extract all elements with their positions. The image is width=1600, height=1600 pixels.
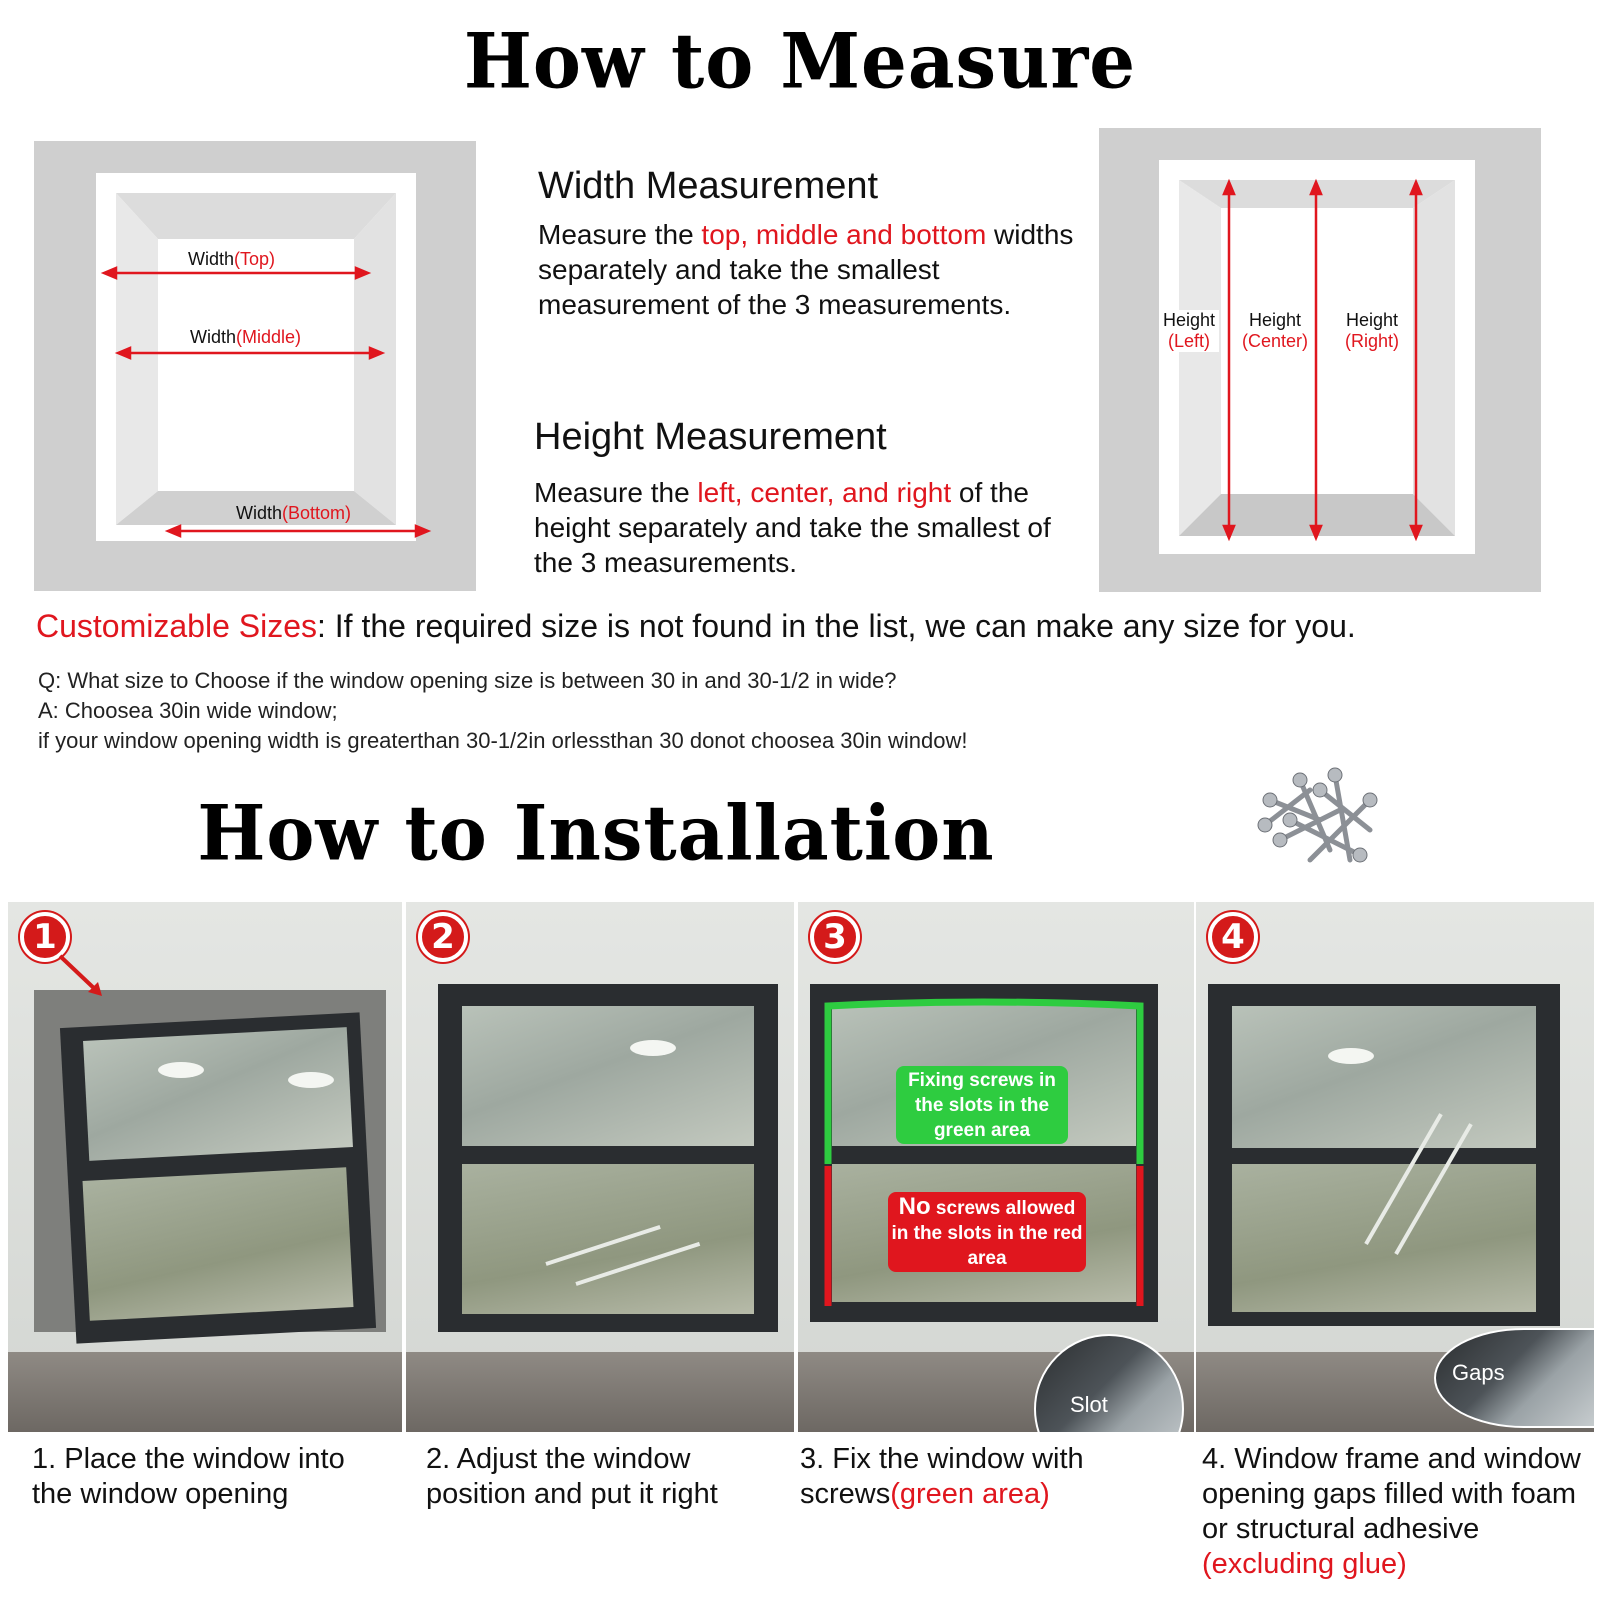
step-2-badge: 2 [418, 912, 468, 962]
measure-title: How to Measure [463, 15, 1137, 106]
height-left-label: Height(Left) [1159, 310, 1219, 352]
width-description: Measure the top, middle and bottom width… [538, 219, 1074, 320]
step-1-caption: 1. Place the window into the window open… [32, 1443, 345, 1510]
faq-answer-note: if your window opening width is greatert… [38, 728, 968, 753]
customizable-sizes-note: Customizable Sizes: If the required size… [36, 608, 1356, 644]
width-heading: Width Measurement [538, 165, 879, 207]
width-middle-label: Width(Middle) [190, 327, 302, 347]
screw-zone-overlay [824, 998, 1144, 1306]
width-frame-graphic [96, 173, 432, 541]
step-4-caption: 4. Window frame and window opening gaps … [1202, 1443, 1581, 1580]
width-top-label: Width(Top) [188, 249, 276, 269]
height-diagram: Height(Left) Height(Center) Height(Right… [1099, 128, 1541, 592]
step-4-badge: 4 [1208, 912, 1258, 962]
step-1-photo: 1 [8, 902, 402, 1432]
width-bottom-label: Width(Bottom) [236, 503, 352, 523]
height-heading: Height Measurement [534, 416, 887, 458]
step-2-photo: 2 [406, 902, 794, 1432]
height-description: Measure the left, center, and right of t… [534, 477, 1051, 578]
pointer-arrow-icon [58, 954, 102, 996]
slot-label: Slot [1070, 1392, 1108, 1417]
gaps-zoom: Gaps [1434, 1328, 1594, 1428]
step-4-photo: Gaps 4 [1196, 902, 1594, 1432]
height-right-label: Height(Right) [1337, 310, 1407, 352]
red-area-note: No screws allowed in the slots in the re… [888, 1192, 1086, 1272]
height-frame-graphic [1159, 160, 1475, 554]
step-1-badge: 1 [20, 912, 70, 962]
step-3-badge: 3 [810, 912, 860, 962]
install-title: How to Installation [197, 787, 995, 878]
screws-icon [1257, 767, 1378, 863]
gaps-label: Gaps [1452, 1360, 1505, 1385]
faq-answer: A: Choosea 30in wide window; [38, 698, 338, 723]
step-3-caption: 3. Fix the window with screws(green area… [800, 1443, 1084, 1510]
height-center-label: Height(Center) [1237, 310, 1313, 352]
green-area-note: Fixing screws in the slots in the green … [896, 1066, 1068, 1144]
faq-question: Q: What size to Choose if the window ope… [38, 668, 897, 693]
width-diagram: Width(Top) Width(Middle) Width(Bottom) [34, 141, 476, 591]
step-2-caption: 2. Adjust the window position and put it… [426, 1443, 718, 1510]
step-3-photo: Fixing screws in the slots in the green … [798, 902, 1194, 1432]
